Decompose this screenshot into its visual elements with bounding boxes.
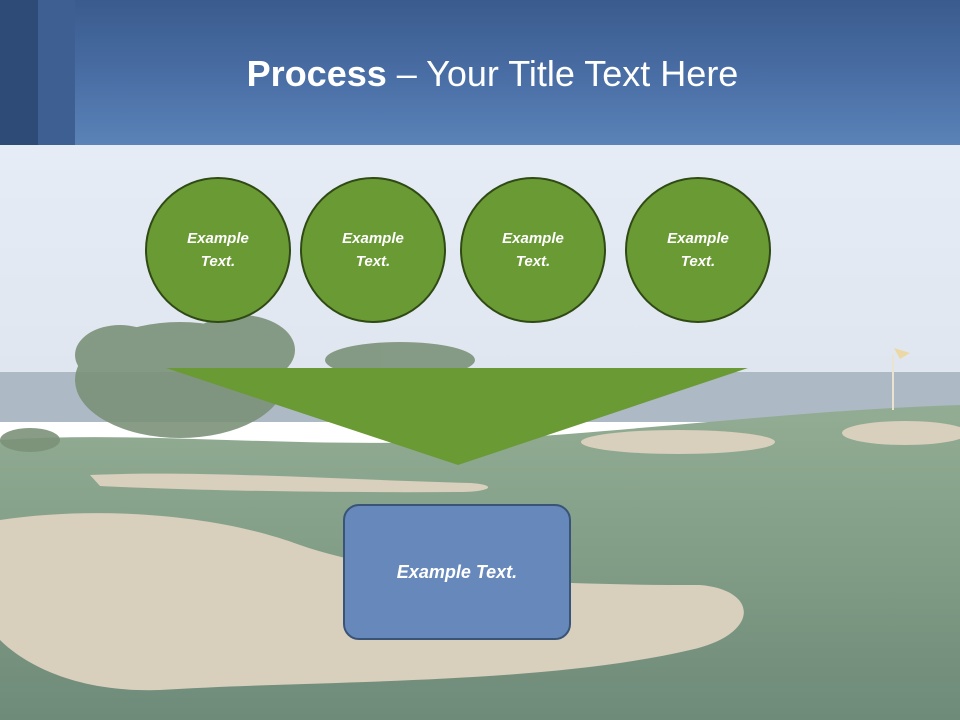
process-step-circle-3[interactable]: Example Text. xyxy=(460,177,606,323)
banner-accent-dark xyxy=(0,0,38,145)
step-label: Example Text. xyxy=(502,230,564,270)
process-step-circle-2[interactable]: Example Text. xyxy=(300,177,446,323)
banner-accent-mid xyxy=(38,0,75,145)
result-label: Example Text. xyxy=(396,561,518,582)
process-step-circle-4[interactable]: Example Text. xyxy=(625,177,771,323)
slide-title-bold: Process xyxy=(246,53,387,94)
funnel-arrow-shape xyxy=(166,368,748,465)
result-box[interactable]: Example Text. xyxy=(343,504,571,640)
title-banner: Process – Your Title Text Here xyxy=(0,0,960,145)
slide-title[interactable]: Process – Your Title Text Here xyxy=(0,50,960,98)
step-label: Example Text. xyxy=(187,230,249,270)
process-step-circle-1[interactable]: Example Text. xyxy=(145,177,291,323)
slide-title-rest: – Your Title Text Here xyxy=(386,53,739,94)
step-label: Example Text. xyxy=(667,230,729,270)
step-label: Example Text. xyxy=(342,230,404,270)
flag-pin xyxy=(892,348,910,410)
